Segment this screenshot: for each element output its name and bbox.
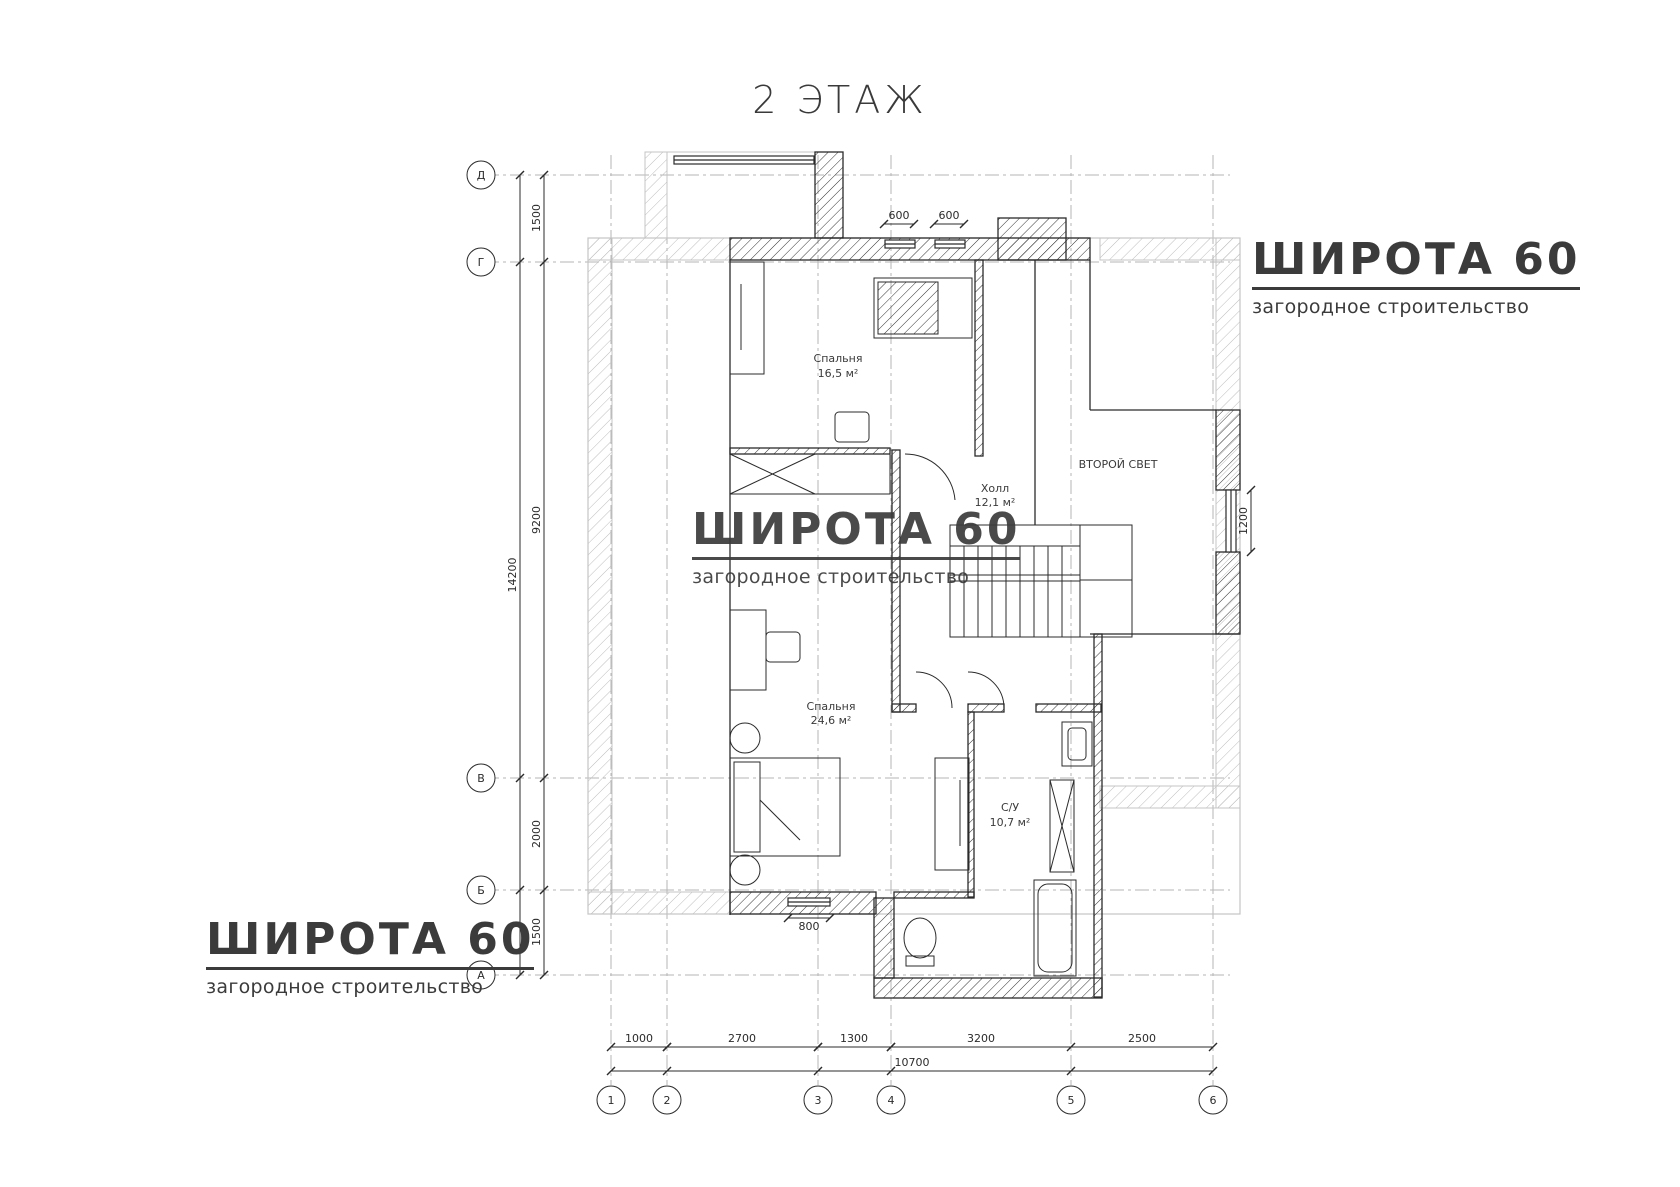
axis-bubble-row-4: Б [466,875,496,905]
dim-left-1: 1500 [530,204,543,232]
dim-bottom-2: 2700 [728,1032,756,1045]
svg-text:1: 1 [608,1094,615,1107]
axis-bubble-5: 5 [1056,1085,1086,1115]
dimension-lines [519,175,1252,1072]
dim-left-4: 1500 [530,918,543,946]
axis-bubble-2: 2 [652,1085,682,1115]
dim-tick [515,170,525,180]
axis-bubble-row-1: Д [466,160,496,190]
logo-underline [1252,287,1581,290]
dim-bottom-4: 3200 [967,1032,995,1045]
dim-tick [1066,1042,1076,1052]
logo-subtitle: загородное строительство [1252,296,1530,318]
logo-name: ШИРОТА 60 [206,914,535,965]
room-labels: Спальня 16,5 м² Холл 12,1 м² ВТОРОЙ СВЕТ… [807,352,1158,829]
dim-tick [909,219,919,229]
svg-text:Д: Д [477,169,486,182]
dim-window-bottom: 800 [799,920,820,933]
room-name-bedroom1: Спальня [814,352,863,365]
dim-tick [539,773,549,783]
dim-tick [662,1066,672,1076]
axis-bubble-1: 1 [596,1085,626,1115]
svg-text:3: 3 [815,1094,822,1107]
dim-bottom-5: 2500 [1128,1032,1156,1045]
dim-tick [1208,1042,1218,1052]
room-area-bedroom1: 16,5 м² [818,367,859,380]
room-name-bathroom: С/У [1001,801,1019,814]
dim-tick [515,257,525,267]
dim-tick [1208,1066,1218,1076]
room-area-bedroom2: 24,6 м² [811,714,852,727]
logo-name: ШИРОТА 60 [1252,234,1581,285]
dim-bottom-1: 1000 [625,1032,653,1045]
dim-tick [879,219,889,229]
furniture [729,261,1133,977]
room-name-second-light: ВТОРОЙ СВЕТ [1079,458,1158,471]
axis-bubble-row-2: Г [466,247,496,277]
dimension-ticks [515,170,1256,1076]
dim-window-top-2: 600 [939,209,960,222]
dim-bottom-total: 10700 [895,1056,930,1069]
dim-tick [813,1042,823,1052]
svg-text:6: 6 [1210,1094,1217,1107]
svg-text:4: 4 [888,1094,895,1107]
axis-bubble-6: 6 [1198,1085,1228,1115]
logo-name: ШИРОТА 60 [692,504,1021,555]
axis-bubble-3: 3 [803,1085,833,1115]
dim-tick [813,1066,823,1076]
dim-tick [606,1066,616,1076]
grid-lines [485,155,1230,1085]
room-name-hall: Холл [981,482,1009,495]
room-area-bathroom: 10,7 м² [990,816,1031,829]
plan-title: 2 ЭТАЖ [752,78,928,122]
dim-tick [539,970,549,980]
svg-text:А: А [477,969,485,982]
svg-text:2: 2 [664,1094,671,1107]
dim-left-3: 2000 [530,820,543,848]
dim-tick [959,219,969,229]
axis-bubble-4: 4 [876,1085,906,1115]
dimension-labels: 1000 2700 1300 3200 2500 10700 600 600 8… [506,204,1250,1069]
dim-tick [783,913,793,923]
lower-floor-outline [587,151,1241,915]
svg-text:Г: Г [478,256,485,269]
dim-bottom-3: 1300 [840,1032,868,1045]
dim-tick [929,219,939,229]
dim-tick [539,885,549,895]
logo-subtitle: загородное строительство [206,976,484,998]
dim-tick [515,885,525,895]
dim-tick [539,257,549,267]
logo-bottom-left: ШИРОТА 60 загородное строительство [206,914,535,998]
logo-underline [206,967,535,970]
axis-bubble-row-3: В [466,763,496,793]
doors [904,453,1005,709]
dim-tick [1246,547,1256,557]
dim-tick [515,970,525,980]
logo-center-watermark: ШИРОТА 60 загородное строительство [692,504,1021,588]
dim-tick [1246,485,1256,495]
logo-underline [692,557,1021,560]
logo-subtitle: загородное строительство [692,566,970,588]
dim-tick [886,1042,896,1052]
svg-text:5: 5 [1068,1094,1075,1107]
svg-text:В: В [477,772,485,785]
dim-left-total: 14200 [506,558,519,593]
dim-tick [886,1066,896,1076]
dim-window-top-1: 600 [889,209,910,222]
logo-top-right: ШИРОТА 60 загородное строительство [1252,234,1581,318]
svg-text:Б: Б [477,884,485,897]
room-area-hall: 12,1 м² [975,496,1016,509]
dim-tick [606,1042,616,1052]
dim-left-2: 9200 [530,506,543,534]
axis-markers: 1 2 3 4 5 6 Д Г В Б А [466,160,1228,1115]
dim-tick [825,913,835,923]
dim-tick [662,1042,672,1052]
room-name-bedroom2: Спальня [807,700,856,713]
dim-tick [515,773,525,783]
dim-tick [1066,1066,1076,1076]
dim-window-right: 1200 [1237,507,1250,535]
windows [673,155,1237,907]
dim-tick [539,170,549,180]
